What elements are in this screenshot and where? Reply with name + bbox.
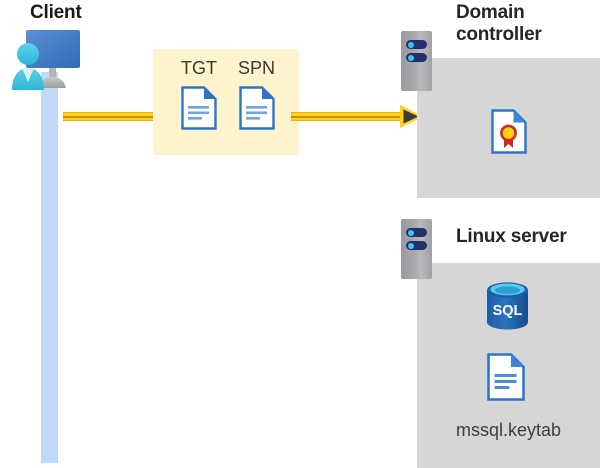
keytab-document-icon xyxy=(487,353,525,401)
spn-label: SPN xyxy=(238,58,276,78)
tgt-label: TGT xyxy=(181,58,217,78)
sql-database-icon: SQL xyxy=(485,281,530,331)
client-lifeline xyxy=(41,72,58,463)
arrow-line-segment-left xyxy=(63,112,161,121)
domain-controller-title: Domain controller xyxy=(456,2,542,46)
arrow-line-segment-right xyxy=(291,112,406,121)
message-highlight-box xyxy=(153,49,299,155)
keytab-filename-label: mssql.keytab xyxy=(455,420,562,440)
spn-document-icon xyxy=(239,86,275,130)
linux-server-rack-icon xyxy=(401,219,432,279)
linux-server-title: Linux server xyxy=(456,226,567,247)
user-monitor-icon xyxy=(8,26,88,92)
certificate-document-icon xyxy=(491,109,527,154)
svg-text:SQL: SQL xyxy=(493,303,523,319)
domain-controller-server-rack-icon xyxy=(401,31,432,91)
client-label: Client xyxy=(30,2,82,23)
tgt-document-icon xyxy=(181,86,217,130)
arrow-right-icon xyxy=(400,104,424,129)
